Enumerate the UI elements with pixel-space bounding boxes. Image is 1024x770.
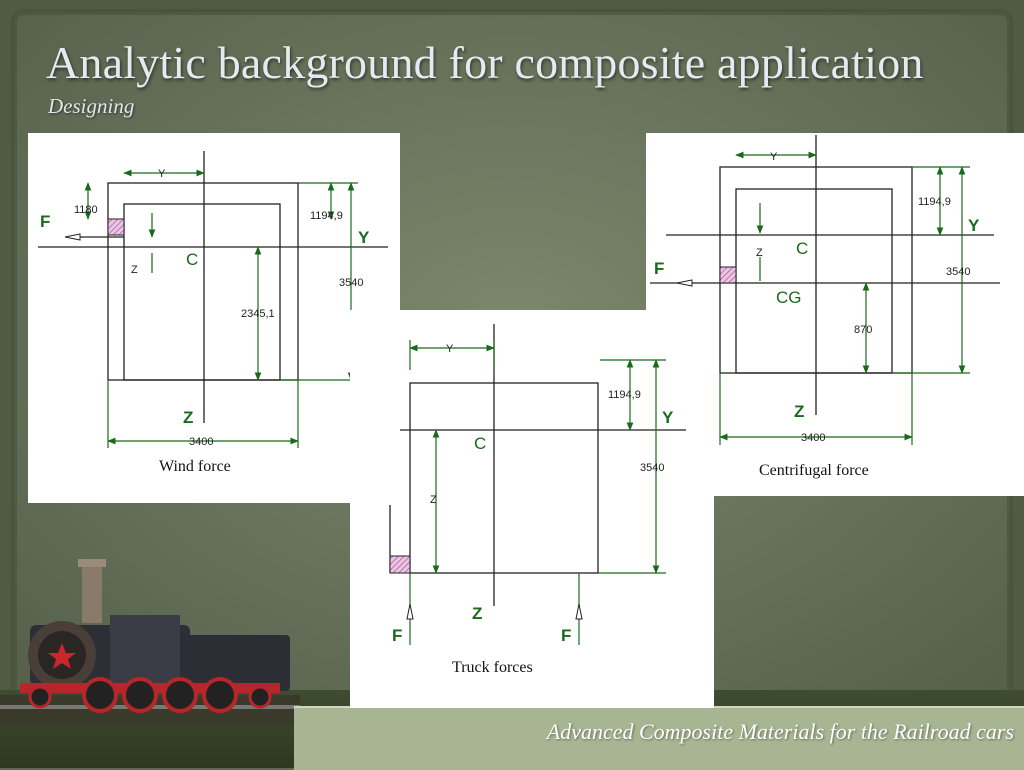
centrifugal-caption: Centrifugal force (759, 462, 869, 479)
centrifugal-axis-z: Z (794, 402, 804, 421)
wind-axis-y: Y (358, 228, 370, 247)
wind-dim-z: Z (131, 264, 138, 276)
centrifugal-axis-y: Y (968, 216, 980, 235)
wind-force-label: F (40, 212, 50, 231)
wind-center-label: C (186, 250, 198, 269)
truck-axis-y: Y (662, 408, 674, 427)
truck-force-right: F (561, 626, 571, 645)
truck-center-label: C (474, 434, 486, 453)
centrifugal-dim-1194: 1194,9 (918, 196, 951, 208)
truck-caption: Truck forces (452, 659, 533, 676)
wind-dim-3400: 3400 (189, 436, 213, 448)
wind-caption: Wind force (159, 458, 231, 475)
wind-dim-1194: 1194,9 (310, 210, 343, 222)
locomotive-illustration (0, 559, 300, 725)
truck-dim-3540: 3540 (640, 462, 664, 474)
slide-subtitle: Designing (48, 94, 135, 118)
truck-dim-z: Z (430, 494, 437, 506)
wind-dim-y: Y (158, 168, 166, 180)
wind-force-diagram: Y 1180 1194,9 3540 2345,1 3400 Z F Y Z C… (28, 133, 400, 503)
centrifugal-dim-870: 870 (854, 324, 872, 336)
truck-dim-y: Y (446, 343, 454, 355)
wind-dim-2345: 2345,1 (241, 308, 275, 320)
centrifugal-dim-3400: 3400 (801, 432, 825, 444)
truck-force-left: F (392, 626, 402, 645)
centrifugal-cg-label: CG (776, 288, 802, 307)
centrifugal-force-label: F (654, 259, 664, 278)
slide-title: Analytic background for composite applic… (46, 37, 924, 88)
truck-forces-diagram: Y 1194,9 3540 Z F F Y Z C Truck forces (350, 310, 714, 708)
wind-dim-3540: 3540 (339, 277, 363, 289)
footer-text: Advanced Composite Materials for the Rai… (546, 719, 1014, 744)
centrifugal-dim-3540: 3540 (946, 266, 970, 278)
truck-dim-1194: 1194,9 (608, 389, 641, 401)
wind-axis-z: Z (183, 408, 193, 427)
centrifugal-dim-z: Z (756, 247, 763, 259)
centrifugal-dim-y: Y (770, 151, 778, 163)
wind-dim-1180: 1180 (74, 204, 98, 216)
truck-axis-z: Z (472, 604, 482, 623)
centrifugal-center-label: C (796, 239, 808, 258)
